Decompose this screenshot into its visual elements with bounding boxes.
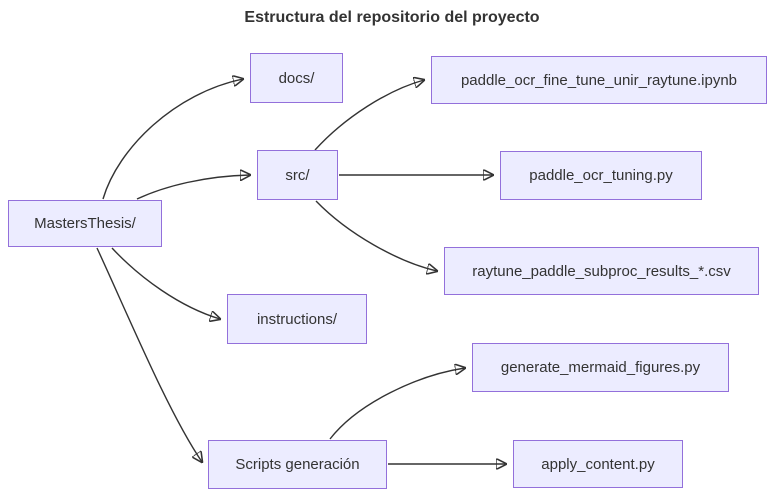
node-paddle-ocr-fine-tune-ipynb-label: paddle_ocr_fine_tune_unir_raytune.ipynb [460,71,738,89]
node-apply-content-py: apply_content.py [513,440,683,488]
node-generate-mermaid-figures-py: generate_mermaid_figures.py [472,343,729,392]
node-src-label: src/ [285,166,310,184]
node-raytune-results-csv-label: raytune_paddle_subproc_results_*.csv [472,262,731,280]
node-paddle-ocr-tuning-py-label: paddle_ocr_tuning.py [529,167,673,184]
node-apply-content-py-label: apply_content.py [541,455,655,473]
node-mastersthesis-label: MastersThesis/ [34,215,136,232]
edge-scripts-generate [329,368,465,440]
node-paddle-ocr-fine-tune-ipynb: paddle_ocr_fine_tune_unir_raytune.ipynb [431,56,767,104]
edge-root-instructions [111,247,220,319]
node-raytune-results-csv: raytune_paddle_subproc_results_*.csv [444,247,759,295]
edge-root-src [136,175,250,200]
node-mastersthesis: MastersThesis/ [8,200,162,247]
node-paddle-ocr-tuning-py: paddle_ocr_tuning.py [500,151,702,200]
node-generate-mermaid-figures-py-label: generate_mermaid_figures.py [500,359,701,376]
diagram-title: Estructura del repositorio del proyecto [244,9,540,26]
node-scripts-generacion-label: Scripts generación [235,456,360,473]
node-instructions-label: instructions/ [256,310,338,328]
node-instructions: instructions/ [227,294,367,344]
node-docs-label: docs/ [278,69,315,87]
edge-src-csv [315,200,437,271]
node-src: src/ [257,150,338,200]
node-scripts-generacion: Scripts generación [208,440,387,489]
edge-root-docs [102,79,243,200]
edge-src-ipynb [314,80,424,151]
node-docs: docs/ [250,53,343,103]
edge-root-scripts [96,247,202,462]
